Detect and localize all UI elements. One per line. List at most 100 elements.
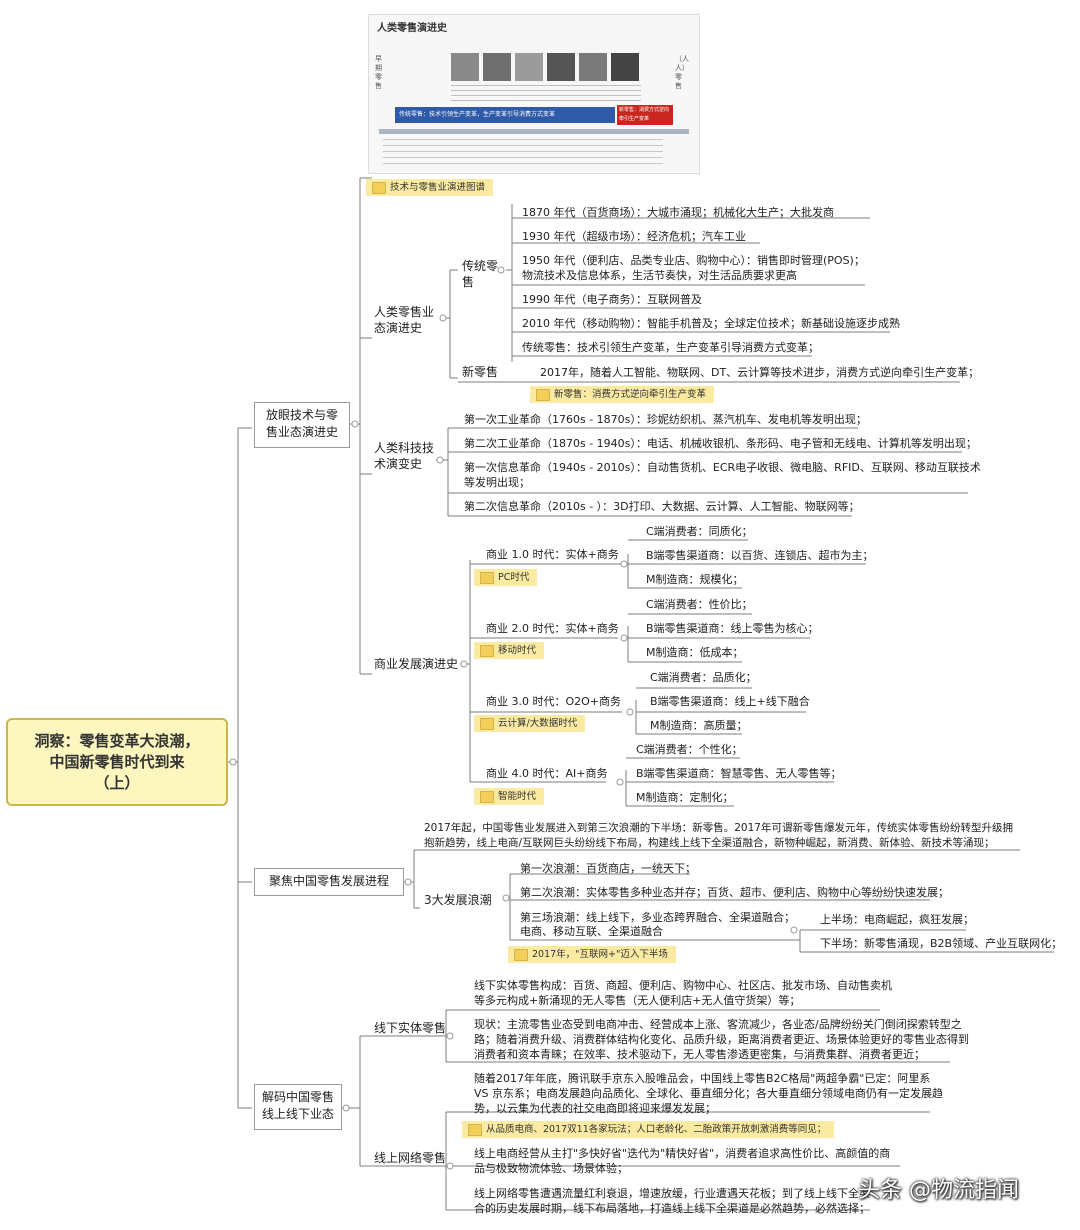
new-retail-text: 2017年，随着人工智能、物联网、DT、云计算等技术进步，消费方式逆向牵引生产变…: [540, 366, 980, 379]
era-note-pc: PC时代: [474, 569, 538, 586]
business-era-2[interactable]: 商业 2.0 时代：实体+商务: [486, 622, 619, 635]
era-2010: 2010 年代（移动购物）：智能手机普及；全球定位技术；新基础设施逐步成熟: [522, 317, 900, 330]
root-title-line3: （上）: [94, 773, 140, 792]
thumbnail-photo: [515, 53, 543, 81]
note-icon: [480, 718, 494, 730]
online-strategy-line2: 品与极致物流体验、场景体验；: [474, 1162, 628, 1175]
thumbnail-blue-arrow-label: 传统零售：技术引领生产变革，生产变革引导消费方式变革: [399, 111, 556, 118]
note-icon: [480, 645, 494, 657]
traditional-summary: 传统零售：技术引领生产变革，生产变革引导消费方式变革；: [522, 341, 819, 354]
era-1990: 1990 年代（电子商务）：互联网普及: [522, 293, 702, 306]
era1-consumer: C端消费者：同质化；: [646, 525, 753, 538]
offline-status-line1: 现状：主流零售业态受到电商冲击、经营成本上涨、客流减少，各业态/品牌纷纷关门倒闭…: [474, 1018, 962, 1031]
root-title-line2: 中国新零售时代到来: [49, 752, 185, 771]
era4-retailer: B端零售渠道商：智慧零售、无人零售等；: [636, 767, 842, 780]
era4-consumer: C端消费者：个性化；: [636, 743, 743, 756]
retail-history-thumbnail: 人类零售演进史 早期零售 （人人）零售 传统零售：技术引领生产变革，生产变革引导…: [368, 14, 700, 174]
business-era-4[interactable]: 商业 4.0 时代：AI+商务: [486, 767, 608, 780]
note-icon: [536, 389, 550, 401]
wave3-second-half: 下半场：新零售涌现，B2B领域、产业互联网化；: [820, 937, 1063, 950]
wave-2: 第二次浪潮：实体零售多种业态并存；百货、超市、便利店、购物中心等纷纷快速发展；: [520, 886, 949, 899]
offline-retail-node[interactable]: 线下实体零售: [374, 1021, 447, 1035]
thumbnail-photo: [483, 53, 511, 81]
image-note-tech-retail-map: 技术与零售业演进图谱: [366, 179, 494, 196]
thumbnail-blue-arrow: [395, 107, 615, 123]
three-waves-node[interactable]: 3大发展浪潮: [424, 893, 492, 907]
era2-manufacturer: M制造商：低成本；: [646, 646, 744, 659]
era-1930: 1930 年代（超级市场）：经济危机；汽车工业: [522, 230, 746, 243]
china-retail-intro-line2: 抱新趋势，线上电商/互联网巨头纷纷线下布局，构建线上线下全渠道融合，新物种崛起，…: [424, 837, 995, 849]
thumbnail-side-right: （人人）零售: [675, 55, 689, 90]
information-revolution-1: 第一次信息革命（1940s - 2010s）：自动售货机、ECR电子收银、微电脑…: [464, 461, 981, 474]
internet-plus-note: 2017年，"互联网+"迈入下半场: [508, 946, 676, 963]
era-note-mobile: 移动时代: [474, 642, 545, 659]
era4-manufacturer: M制造商：定制化；: [636, 791, 734, 804]
china-retail-intro-line1: 2017年起，中国零售业发展进入到第三次浪潮的下半场：新零售。2017年可谓新零…: [424, 822, 1013, 834]
era3-consumer: C端消费者：品质化；: [650, 671, 757, 684]
era2-consumer: C端消费者：性价比；: [646, 598, 753, 611]
new-retail-node[interactable]: 新零售: [462, 365, 499, 379]
thumbnail-photo: [547, 53, 575, 81]
note-icon: [480, 572, 494, 584]
wave-3: 第三场浪潮：线上线下，多业态跨界融合、全渠道融合；: [520, 911, 795, 924]
information-revolution-2: 第二次信息革命（2010s - ）：3D打印、大数据、云计算、人工智能、物联网等…: [464, 500, 860, 513]
information-revolution-1-cont: 等发明出现；: [464, 476, 530, 489]
thumbnail-photo: [579, 53, 607, 81]
era-note-smart: 智能时代: [474, 788, 545, 805]
era-note-cloud: 云计算/大数据时代: [474, 715, 586, 732]
offline-composition-line1: 线下实体零售构成：百货、商超、便利店、购物中心、社区店、批发市场、自动售卖机: [474, 979, 892, 992]
thumbnail-photo-strip: [451, 53, 641, 81]
business-era-3[interactable]: 商业 3.0 时代：O2O+商务: [486, 695, 622, 708]
online-b2c-line1: 随着2017年年底，腾讯联手京东入股唯品会，中国线上零售B2C格局"两超争霸"已…: [474, 1072, 931, 1085]
thumbnail-photo: [451, 53, 479, 81]
note-icon: [372, 182, 386, 194]
industrial-revolution-2: 第二次工业革命（1870s - 1940s）：电话、机械收银机、条形码、电子管和…: [464, 437, 977, 450]
thumbnail-photo: [611, 53, 639, 81]
wave-1: 第一次浪潮：百货商店，一统天下；: [520, 862, 696, 875]
branch-tech-retail-history[interactable]: 放眼技术与零售业态演进史: [254, 402, 350, 448]
note-icon: [468, 1124, 482, 1136]
thumbnail-red-arrow-label: 新零售：消费方式逆向牵引生产变革: [619, 107, 670, 122]
thumbnail-side-left: 早期零售: [375, 55, 382, 90]
era3-manufacturer: M制造商：高质量；: [650, 719, 748, 732]
industrial-revolution-1: 第一次工业革命（1760s - 1870s）：珍妮纺织机、蒸汽机车、发电机等发明…: [464, 413, 867, 426]
thumbnail-timeline-bar: [379, 129, 689, 134]
era-1950-cont: 物流技术及信息体系，生活节奏快，对生活品质要求更高: [522, 269, 797, 282]
traditional-retail-node[interactable]: 传统零售: [462, 259, 499, 289]
thumbnail-footer-lines: [383, 139, 663, 165]
wave3-first-half: 上半场：电商崛起，疯狂发展；: [820, 913, 974, 926]
era-1950: 1950 年代（便利店、品类专业店、购物中心）：销售即时管理(POS)；: [522, 254, 865, 267]
online-retail-node[interactable]: 线上网络零售: [374, 1151, 447, 1165]
thumbnail-title: 人类零售演进史: [377, 23, 447, 34]
era-1870: 1870 年代（百货商场）：大城市涌现；机械化大生产；大批发商: [522, 206, 834, 219]
online-b2c-line2: VS 京东系；电商发展趋向品质化、全球化、垂直细分化；各大垂直细分领域电商仍有一…: [474, 1087, 944, 1100]
online-growth-line2: 合的历史发展时期，线下布局落地，打造线上线下全渠道是必然趋势，必然选择；: [474, 1202, 870, 1215]
business-era-1[interactable]: 商业 1.0 时代：实体+商务: [486, 548, 619, 561]
online-growth-line1: 线上网络零售遭遇流量红利衰退，增速放缓，行业遭遇天花板；到了线上线下全渠: [474, 1187, 870, 1200]
online-quality-note: 从品质电商、2017双11各家玩法；人口老龄化、二胎政策开放刺激消费等同见；: [462, 1121, 835, 1138]
retail-evolution-node[interactable]: 人类零售业态演进史: [374, 305, 435, 335]
thumbnail-text-lines: [451, 85, 641, 105]
online-b2c-line3: 势，以云集为代表的社交电商即将迎来爆发发展；: [474, 1102, 716, 1115]
business-evolution-node[interactable]: 商业发展演进史: [374, 657, 459, 671]
era2-retailer: B端零售渠道商：线上零售为核心；: [646, 622, 819, 635]
wave-3-cont: 电商、移动互联、全渠道融合: [520, 925, 663, 938]
offline-status-line3: 消费者和资本青睐；在效率、技术驱动下，无人零售渗透更密集，与消费集群、消费者更近…: [474, 1048, 925, 1061]
branch-china-retail-progress[interactable]: 聚焦中国零售发展进程: [254, 868, 404, 896]
watermark: 头条 @物流指闻: [858, 1178, 1019, 1203]
new-retail-note: 新零售：消费方式逆向牵引生产变革: [530, 386, 715, 403]
tech-evolution-node[interactable]: 人类科技技术演变史: [374, 441, 435, 471]
era3-retailer: B端零售渠道商：线上+线下融合: [650, 695, 810, 708]
era1-manufacturer: M制造商：规模化；: [646, 573, 744, 586]
root-title-line1: 洞察：零售变革大浪潮，: [34, 731, 200, 750]
note-icon: [480, 791, 494, 803]
era1-retailer: B端零售渠道商：以百货、连锁店、超市为主；: [646, 549, 874, 562]
offline-composition-line2: 等多元构成+新涌现的无人零售（无人便利店+无人值守货架）等；: [474, 994, 801, 1007]
thumbnail-red-arrow: [617, 105, 673, 125]
note-icon: [514, 949, 528, 961]
root-node[interactable]: 洞察：零售变革大浪潮， 中国新零售时代到来 （上）: [6, 718, 228, 806]
offline-status-line2: 路；随着消费升级、消费群体结构化变化、品质升级，距离消费者更近、场景体验更好的零…: [474, 1033, 969, 1046]
branch-online-offline-formats[interactable]: 解码中国零售线上线下业态: [254, 1084, 342, 1130]
online-strategy-line1: 线上电商经营从主打"多快好省"迭代为"精快好省"，消费者追求高性价比、高颜值的商: [474, 1147, 891, 1160]
